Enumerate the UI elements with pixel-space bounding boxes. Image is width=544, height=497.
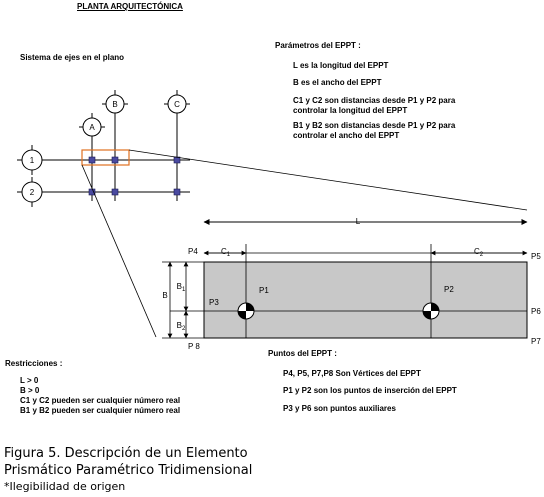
label-p8: P 8 xyxy=(188,342,200,351)
restriction-b1b2: B1 y B2 pueden ser cualquier número real xyxy=(20,406,181,415)
node-b2 xyxy=(111,188,119,196)
highlighted-element-box xyxy=(81,149,130,166)
axis-label-a: A xyxy=(89,123,95,132)
param-b1b2-line2: controlar el ancho del EPPT xyxy=(293,131,400,140)
label-p5: P5 xyxy=(531,252,541,261)
label-b1: B1 xyxy=(177,282,186,293)
points-vertices: P4, P5, P7,P8 Son Vértices del EPPT xyxy=(283,369,421,378)
params-title: Parámetros del EPPT : xyxy=(275,41,361,50)
restriction-l: L > 0 xyxy=(20,376,39,385)
projection-line-left xyxy=(81,164,157,338)
axis-label-b: B xyxy=(112,100,117,109)
axis-label-1: 1 xyxy=(30,156,35,165)
insertion-point-p2-icon xyxy=(422,302,440,320)
label-b: B xyxy=(162,291,167,300)
param-c-line1: C1 y C2 son distancias desde P1 y P2 par… xyxy=(293,96,456,105)
eppt-element xyxy=(203,261,528,339)
label-c2: C2 xyxy=(474,247,484,258)
node-a1 xyxy=(88,156,96,164)
axis-label-c: C xyxy=(174,100,180,109)
points-auxiliary: P3 y P6 son puntos auxiliares xyxy=(283,404,396,413)
caption-note: *Ilegibilidad de origen xyxy=(4,480,126,493)
label-b2: B2 xyxy=(177,321,186,332)
label-c1: C1 xyxy=(221,247,231,258)
points-insertion: P1 y P2 son los puntos de inserción del … xyxy=(283,386,457,395)
label-p3: P3 xyxy=(209,298,219,307)
caption-line2: Prismático Paramétrico Tridimensional xyxy=(4,463,253,478)
node-c2 xyxy=(173,188,181,196)
label-p2: P2 xyxy=(444,285,454,294)
page-title: PLANTA ARQUITECTÓNICA xyxy=(77,2,183,11)
node-b1 xyxy=(111,156,119,164)
axis-bubble-2 xyxy=(17,177,43,207)
param-c-line2: controlar la longitud del EPPT xyxy=(293,106,408,115)
axis-bubble-c xyxy=(164,90,190,114)
restrictions-title: Restricciones : xyxy=(5,359,63,368)
label-p4: P4 xyxy=(188,247,198,256)
insertion-point-p1-icon xyxy=(237,302,255,320)
restriction-c: C1 y C2 pueden ser cualquier número real xyxy=(20,396,181,405)
param-b: B es el ancho del EPPT xyxy=(293,78,382,87)
projection-line-right xyxy=(128,149,528,211)
grid-nodes xyxy=(88,156,181,196)
plan-title: Sistema de ejes en el plano xyxy=(20,53,125,62)
label-p6: P6 xyxy=(531,307,541,316)
param-b1b2-line1: B1 y B2 son distancias desde P1 y P2 par… xyxy=(293,121,456,130)
axis-bubble-b xyxy=(102,90,128,114)
param-l: L es la longitud del EPPT xyxy=(293,61,389,70)
restriction-b: B > 0 xyxy=(20,386,40,395)
points-title: Puntos del EPPT : xyxy=(268,349,337,358)
label-l: L xyxy=(356,217,361,226)
axis-bubble-1 xyxy=(17,145,43,175)
label-p1: P1 xyxy=(259,286,269,295)
caption-line1: Figura 5. Descripción de un Elemento xyxy=(4,446,248,461)
axis-bubble-a xyxy=(79,113,105,137)
label-p7: P7 xyxy=(531,337,541,346)
axis-label-2: 2 xyxy=(30,188,35,197)
